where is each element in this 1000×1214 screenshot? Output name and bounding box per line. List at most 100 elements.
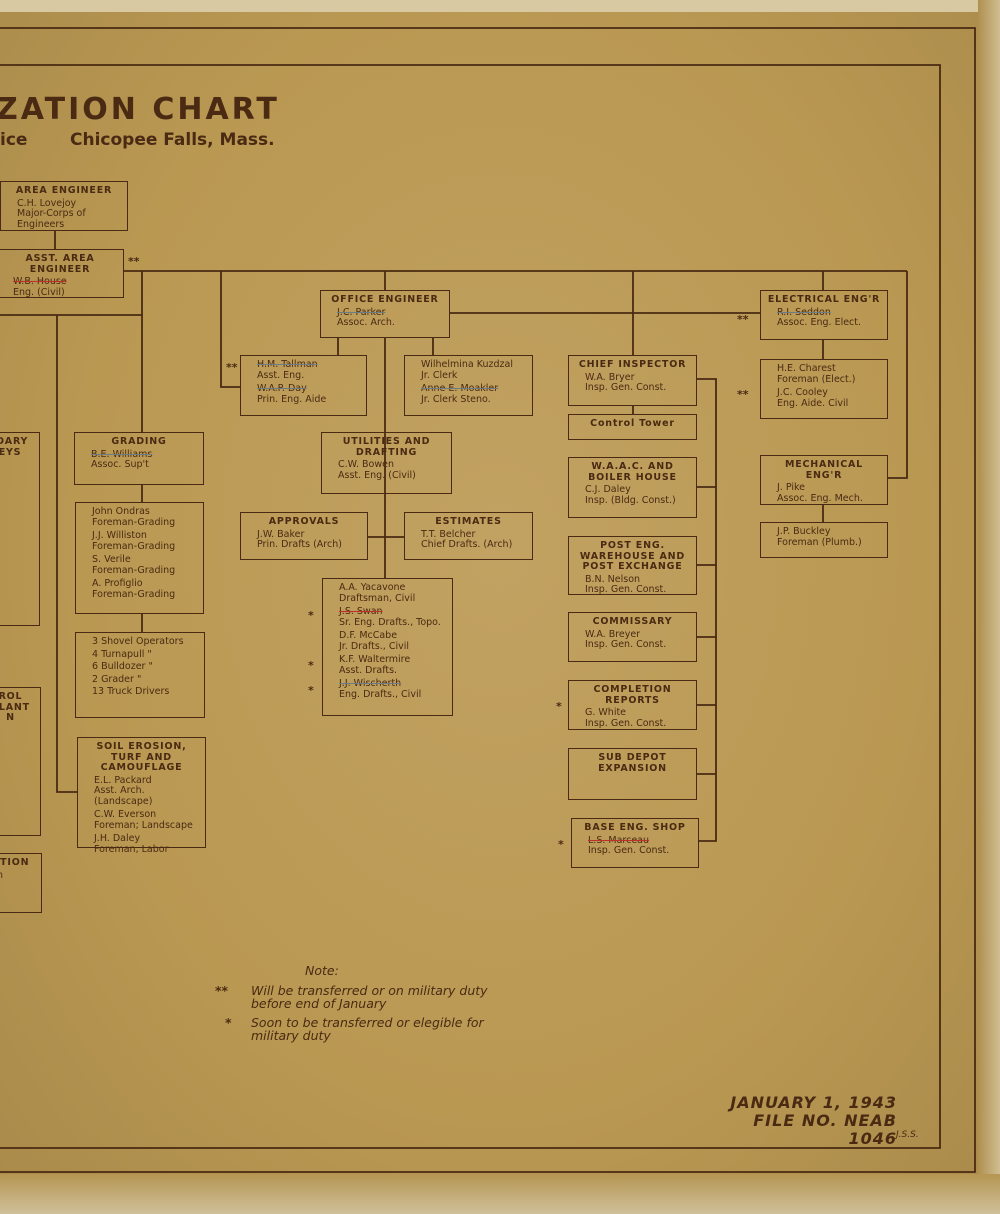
person-title: Insp. Gen. Const. — [585, 584, 667, 595]
asterisk-mark: * — [308, 609, 314, 622]
box-heading: AREA ENGINEER — [15, 185, 113, 196]
subtitle-office: ice — [0, 130, 28, 150]
asterisk-mark: ** — [737, 388, 749, 401]
person-name: W.A. Breyer — [585, 628, 641, 640]
paper-edge-top — [0, 0, 1000, 12]
box-heading: CHIEF INSPECTOR — [578, 359, 687, 370]
person-name: J.S. Swan — [339, 606, 383, 617]
person-name: W.B. House — [13, 276, 67, 287]
person-name: J.C. Parker — [337, 306, 386, 318]
equipment-line: 3 Shovel Operators — [92, 636, 184, 647]
person-name: Anne E. Moakler — [421, 383, 499, 394]
drafter-initials: J.S.S. — [896, 1130, 919, 1140]
person-title: Asst. Eng. (Civil) — [338, 469, 416, 481]
asterisk-mark: * — [308, 659, 314, 672]
person-title: Foreman (Plumb.) — [777, 536, 862, 548]
person-name: R.I. Seddon — [777, 306, 831, 318]
person-name: H.M. Tallman — [257, 359, 318, 370]
person-title: Assoc. Eng. Mech. — [777, 492, 863, 504]
person-name: E.L. Packard — [94, 774, 152, 786]
outer-border — [0, 27, 976, 1173]
person-title: Insp. Gen. Const. — [585, 717, 667, 729]
box-heading: OFFICE ENGINEER — [331, 294, 439, 305]
box-heading: POST ENG. WAREHOUSE AND POST EXCHANGE — [579, 540, 686, 572]
chart-date: JANUARY 1, 1943 — [730, 1093, 897, 1112]
box-heading: ASST. AREA ENGINEER — [25, 253, 95, 275]
person-title: Major-Corps of Engineers — [17, 208, 86, 230]
note-single-asterisk: Soon to be transferred or elegible for m… — [251, 1015, 484, 1043]
org-box-control-plant: ROL PLANT N — [0, 687, 41, 836]
org-box-control-tower: Control Tower — [568, 414, 697, 440]
asterisk-mark: ** — [226, 361, 238, 374]
person-title: Jr. Clerk Steno. — [421, 393, 491, 405]
person-name: C.W. Everson — [94, 809, 157, 820]
person-title: Foreman-Grading — [92, 564, 176, 576]
footer-block: JANUARY 1, 1943 FILE NO. NEAB 1046 — [700, 1094, 897, 1148]
box-heading: COMPLETION REPORTS — [593, 684, 672, 706]
person-title: Eng. (Civil) — [13, 286, 65, 298]
person-name: J.C. Cooley — [777, 387, 828, 398]
box-heading: ELECTRICAL ENG'R — [767, 294, 881, 305]
equipment-line: 4 Turnapull " — [92, 648, 152, 660]
person-title: Asst. Arch. (Landscape) — [94, 785, 153, 807]
person-title: Assoc. Sup't — [91, 459, 149, 470]
asterisk-mark: * — [558, 838, 564, 851]
person-name: W.A. Bryer — [585, 371, 635, 383]
inner-border — [0, 64, 941, 1149]
person-title: Assoc. Eng. Elect. — [777, 317, 862, 328]
person-title: Insp. Gen. Const. — [585, 382, 667, 393]
note-heading: Note: — [305, 963, 339, 978]
page-title: ZATION CHART — [0, 92, 280, 127]
person-title: Foreman, Labor — [94, 843, 169, 855]
person-title: Asst. Eng. — [257, 369, 305, 381]
person-title: Draftsman, Civil — [339, 592, 416, 604]
org-box-boundary-surveys: IDARY EYS) — [0, 432, 40, 626]
asterisk-mark: ** — [737, 313, 749, 326]
person-name: ) — [0, 459, 33, 471]
person-title: Foreman; Landscape — [94, 819, 193, 831]
asterisk-mark: * — [556, 700, 562, 713]
person-title: Jr. Clerk — [421, 369, 458, 381]
person-name: D.F. McCabe — [339, 630, 398, 641]
box-heading: MECHANICAL ENG'R — [784, 459, 864, 481]
paper-edge-bottom — [0, 1174, 1000, 1214]
box-heading: UTILITIES AND DRAFTING — [342, 436, 431, 458]
person-title: Asst. Drafts. — [339, 664, 398, 676]
person-name: J.W. Baker — [257, 528, 305, 540]
org-box-sub-depot: SUB DEPOT EXPANSION — [568, 748, 697, 800]
person-title: Chief Drafts. (Arch) — [421, 539, 513, 550]
box-heading: ROL PLANT N — [0, 691, 30, 723]
person-title: n — [0, 869, 4, 881]
person-name: C.W. Bowen — [338, 459, 394, 470]
person-name: W.A.P. Day — [257, 383, 307, 394]
equipment-line: 13 Truck Drivers — [92, 686, 170, 697]
line-inspector-spine — [697, 378, 717, 842]
person-name: A. Profiglio — [92, 578, 143, 589]
person-name: John Ondras — [92, 506, 150, 517]
person-name: S. Verile — [92, 554, 131, 565]
person-name: C.J. Daley — [585, 484, 631, 495]
line-to-tallman — [220, 271, 240, 388]
person-title: Foreman-Grading — [92, 540, 176, 552]
note-mark-double: ** — [215, 983, 229, 998]
line-to-mechanical — [888, 271, 908, 479]
box-heading: IDARY EYS — [0, 436, 29, 458]
box-heading: SOIL EROSION, TURF AND CAMOUFLAGE — [96, 741, 187, 773]
person-title: Foreman-Grading — [92, 588, 176, 600]
